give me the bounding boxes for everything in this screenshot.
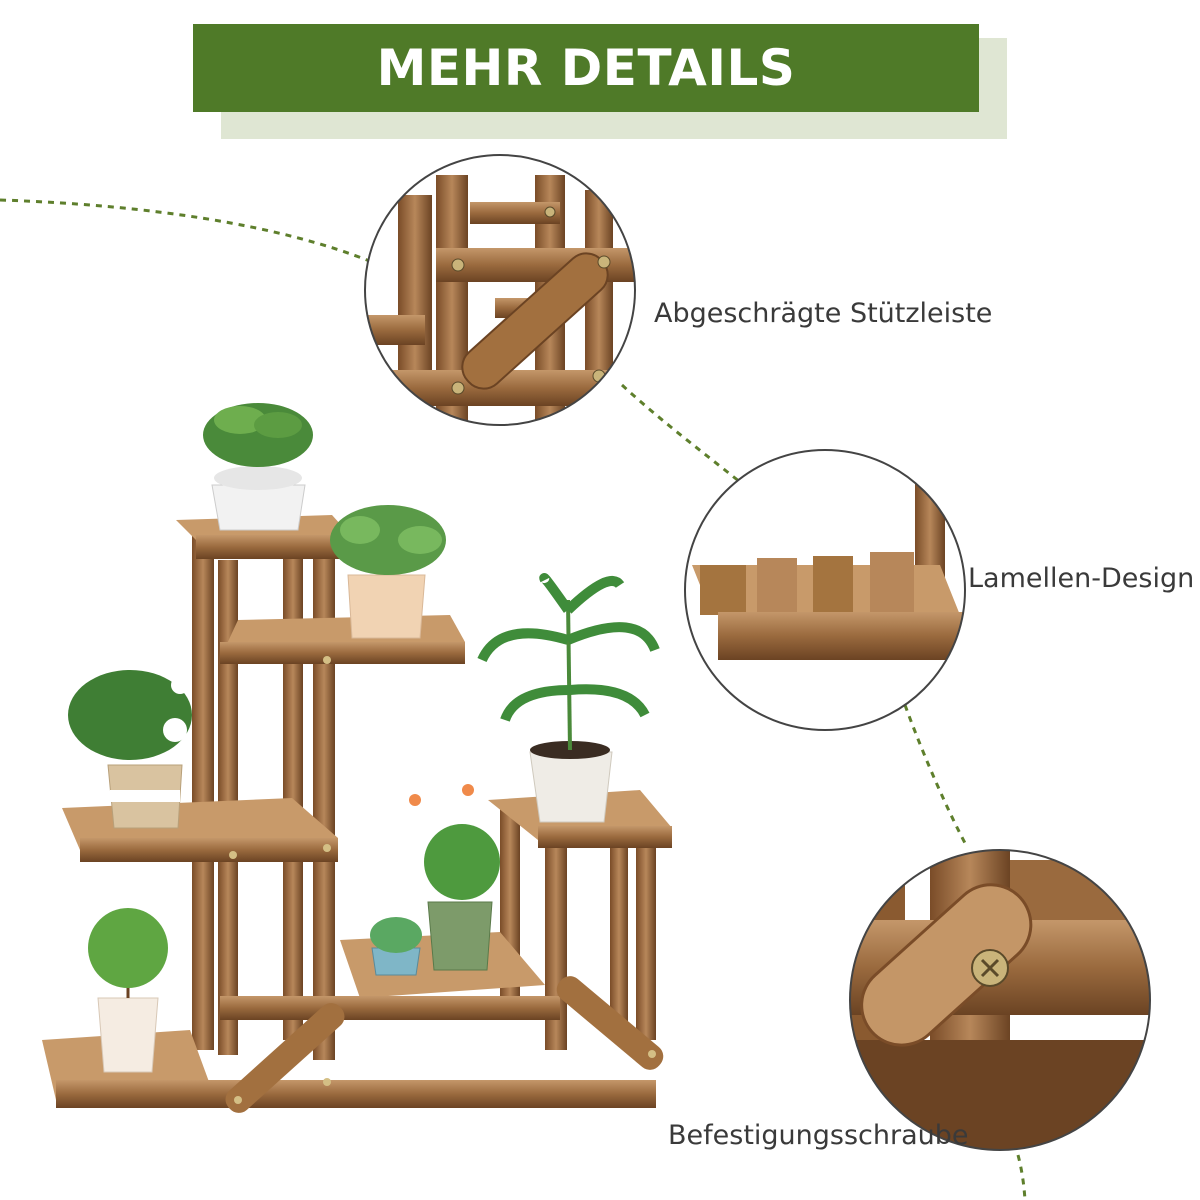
potted-plant-cactus bbox=[409, 784, 500, 971]
callout-label-brace: Abgeschrägte Stützleiste bbox=[654, 298, 993, 329]
detail-circle-border bbox=[849, 849, 1151, 1151]
potted-plant-gardenia bbox=[68, 670, 192, 829]
slatted-shelf-detail bbox=[685, 450, 965, 730]
potted-plant-succulent bbox=[370, 917, 422, 976]
diagonal-brace-detail bbox=[365, 155, 635, 425]
callout-label-slats: Lamellen-Design bbox=[968, 563, 1195, 594]
detail-circle-border bbox=[364, 154, 636, 426]
title-banner: MEHR DETAILS bbox=[193, 24, 979, 112]
dashed-connector-line bbox=[0, 198, 373, 264]
page-title: MEHR DETAILS bbox=[376, 39, 796, 97]
potted-plant-topiary bbox=[88, 908, 168, 1073]
detail-circle-border bbox=[684, 449, 966, 731]
fastening-screw-detail bbox=[850, 850, 1150, 1150]
dashed-connector-line bbox=[620, 383, 741, 484]
potted-plant-palm bbox=[477, 573, 660, 823]
callout-label-screw: Befestigungsschraube bbox=[668, 1120, 969, 1151]
dashed-connector-line bbox=[1016, 1154, 1027, 1200]
dashed-connector-line bbox=[903, 704, 967, 844]
potted-plant-pilea bbox=[330, 505, 446, 639]
potted-plant-jade bbox=[203, 403, 313, 531]
